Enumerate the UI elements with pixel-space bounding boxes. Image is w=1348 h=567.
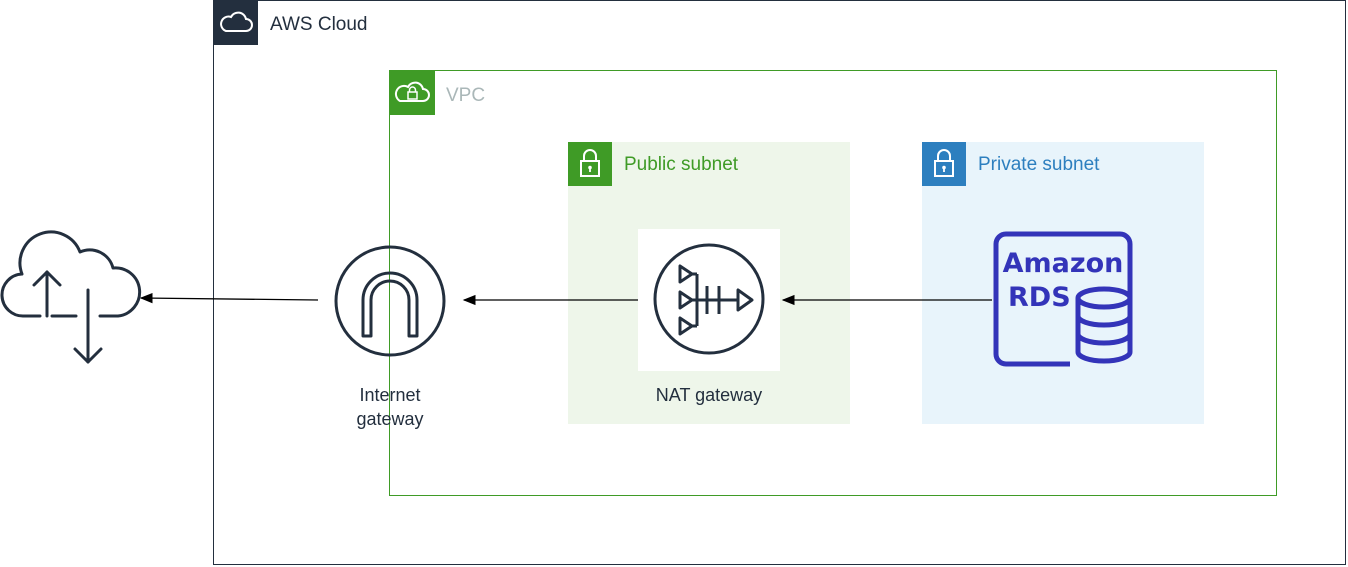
vpc-group: VPC <box>389 70 1277 496</box>
internet-gateway-label: Internet gateway <box>320 383 460 431</box>
cloud-upload-download-icon <box>0 230 142 364</box>
flow-arrow-igw-to-internet <box>139 292 319 304</box>
public-subnet-tag <box>568 142 612 186</box>
aws-cloud-tag <box>214 1 258 45</box>
rds-title-line2: RDS <box>1008 282 1071 313</box>
internet-gateway-label-line1: Internet <box>359 385 421 405</box>
lock-icon <box>580 149 600 177</box>
nat-gateway-label: NAT gateway <box>655 385 763 405</box>
rds-database-node[interactable]: Amazon RDS <box>993 231 1136 368</box>
public-subnet-label: Public subnet <box>624 154 739 175</box>
private-subnet-label: Private subnet <box>978 154 1100 175</box>
rds-title-line1: Amazon <box>1003 248 1124 279</box>
internet-gateway-icon[interactable] <box>334 245 446 357</box>
vpc-tag <box>389 70 435 115</box>
vpc-cloud-lock-icon <box>394 81 430 102</box>
cloud-icon <box>220 11 253 32</box>
aws-cloud-group: AWS Cloud <box>213 0 1346 565</box>
private-subnet-group: Private subnet <box>922 142 1204 424</box>
internet-gateway-label-line2: gateway <box>356 409 424 429</box>
vpc-label: VPC <box>446 85 486 106</box>
database-icon <box>1075 286 1133 364</box>
nat-gateway-icon[interactable] <box>653 243 765 355</box>
private-subnet-tag <box>922 142 966 186</box>
aws-cloud-label: AWS Cloud <box>270 14 368 35</box>
lock-icon <box>934 149 954 177</box>
